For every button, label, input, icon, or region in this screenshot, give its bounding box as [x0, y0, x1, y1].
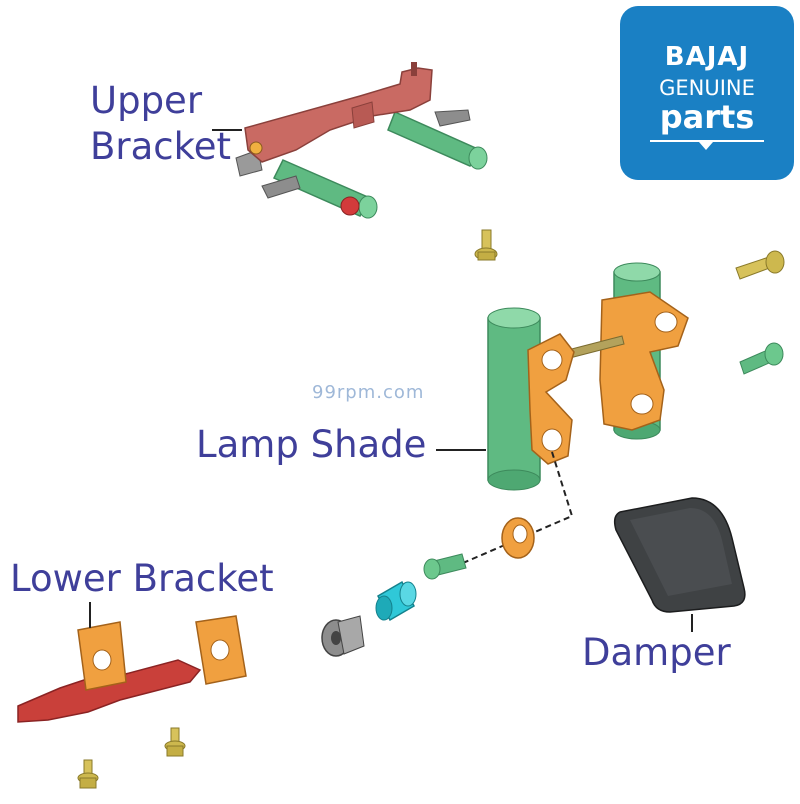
assembly-dashed-line — [455, 451, 574, 567]
lower-bolt-right-part — [164, 727, 186, 757]
logo-line2: parts — [659, 98, 755, 136]
upper-bracket-label-line2: Bracket — [90, 125, 231, 168]
long-bolt-part — [735, 250, 785, 280]
logo-tick-icon — [699, 142, 713, 150]
green-short-bolt-part — [423, 553, 467, 580]
upper-bracket-part — [235, 62, 488, 219]
grey-cap-screw-part — [321, 615, 365, 657]
green-bolt-part — [739, 342, 784, 375]
lower-bracket-label: Lower Bracket — [10, 557, 274, 600]
watermark: 99rpm.com — [312, 382, 425, 403]
bajaj-genuine-parts-logo: BAJAJ GENUINE parts — [620, 6, 794, 180]
damper-label: Damper — [582, 631, 731, 674]
upper-bracket-label-line1: Upper — [90, 79, 203, 122]
lower-bracket-part — [17, 615, 247, 723]
logo-brand: BAJAJ — [664, 42, 750, 72]
lamp-shade-label: Lamp Shade — [196, 423, 427, 466]
damper-part — [613, 497, 746, 613]
logo-line1: GENUINE — [659, 76, 755, 100]
logo-underline — [650, 140, 764, 142]
bolt-part — [474, 229, 498, 261]
orange-bushing-part — [501, 517, 535, 559]
cyan-bushing-part — [375, 580, 417, 622]
lamp-shade-part — [487, 262, 689, 491]
lower-bolt-left-part — [77, 759, 99, 789]
upper-bracket-label: Upper Bracket — [90, 78, 231, 170]
